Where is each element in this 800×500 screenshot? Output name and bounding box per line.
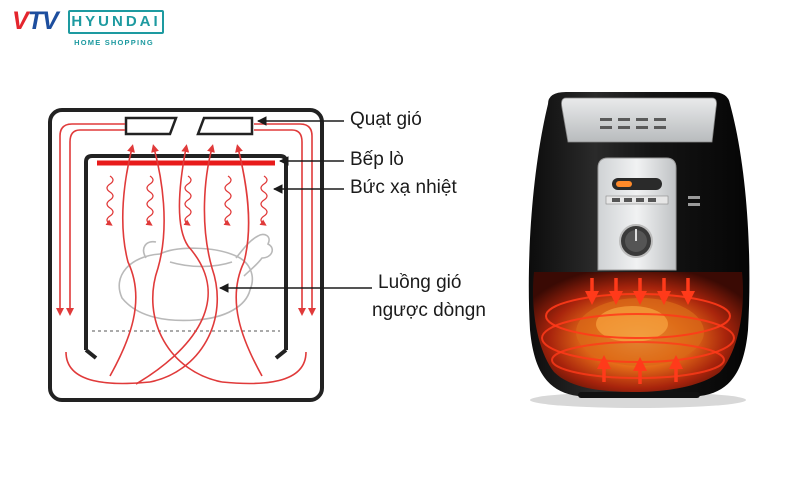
timer-indicator-light [616,181,632,187]
airflow-mid-left [66,129,125,316]
hyundai-logo-box: HYUNDAI [68,10,164,34]
heat-radiation-waves [105,175,268,226]
fan-blade-right [196,116,254,136]
fan-blade-left [124,116,178,136]
label-fan: Quạt gió [350,109,422,130]
airflow-bottom-right [221,351,307,385]
logo-mark-blue: TV [27,7,59,35]
radiation-wave-2 [145,175,154,226]
schematic [48,108,372,402]
airflow-bottom-left [65,351,151,385]
airflow-arrows [56,123,316,385]
vtv-logo-mark: VTV [12,7,59,35]
radiation-wave-1 [105,175,114,226]
side-button-1[interactable] [688,196,700,199]
logo-mark-red: V [12,7,29,35]
label-airflow-line2: ngược dòngn [372,300,486,321]
hyundai-wordmark: HYUNDAI [71,13,161,30]
airflow-cross-4 [235,144,263,377]
airflow-outer-left [56,123,125,316]
label-heater: Bếp lò [350,149,404,170]
vtv-hyundai-logo: VTV HYUNDAI HOME SHOPPING [12,8,164,52]
airflow-outer-right [254,123,316,316]
hot-air-arrows [585,278,695,384]
chicken-outline [118,233,274,322]
radiation-wave-4 [223,175,232,226]
airflow-cross-2 [151,144,223,383]
airflow-mid-right [254,129,306,316]
temperature-scale-ticks [612,198,656,202]
airflow-cross-1 [149,144,218,383]
fryer-top-vents [600,118,666,129]
outer-frame [48,108,324,402]
basket-left-foot [84,348,98,360]
radiation-wave-3 [183,175,192,226]
side-button-2[interactable] [688,203,700,206]
basket-right-foot [274,348,288,360]
fryer-base [578,392,700,398]
air-fryer-product [528,92,750,408]
airflow-cross-3 [109,144,137,377]
label-airflow-line1: Luồng gió [378,272,462,293]
leader-lines [219,116,372,293]
label-heat-radiation: Bức xạ nhiệt [350,177,457,198]
radiation-wave-5 [259,175,268,226]
airflow-cross-5 [135,144,209,385]
home-shopping-subtitle: HOME SHOPPING [74,38,154,47]
